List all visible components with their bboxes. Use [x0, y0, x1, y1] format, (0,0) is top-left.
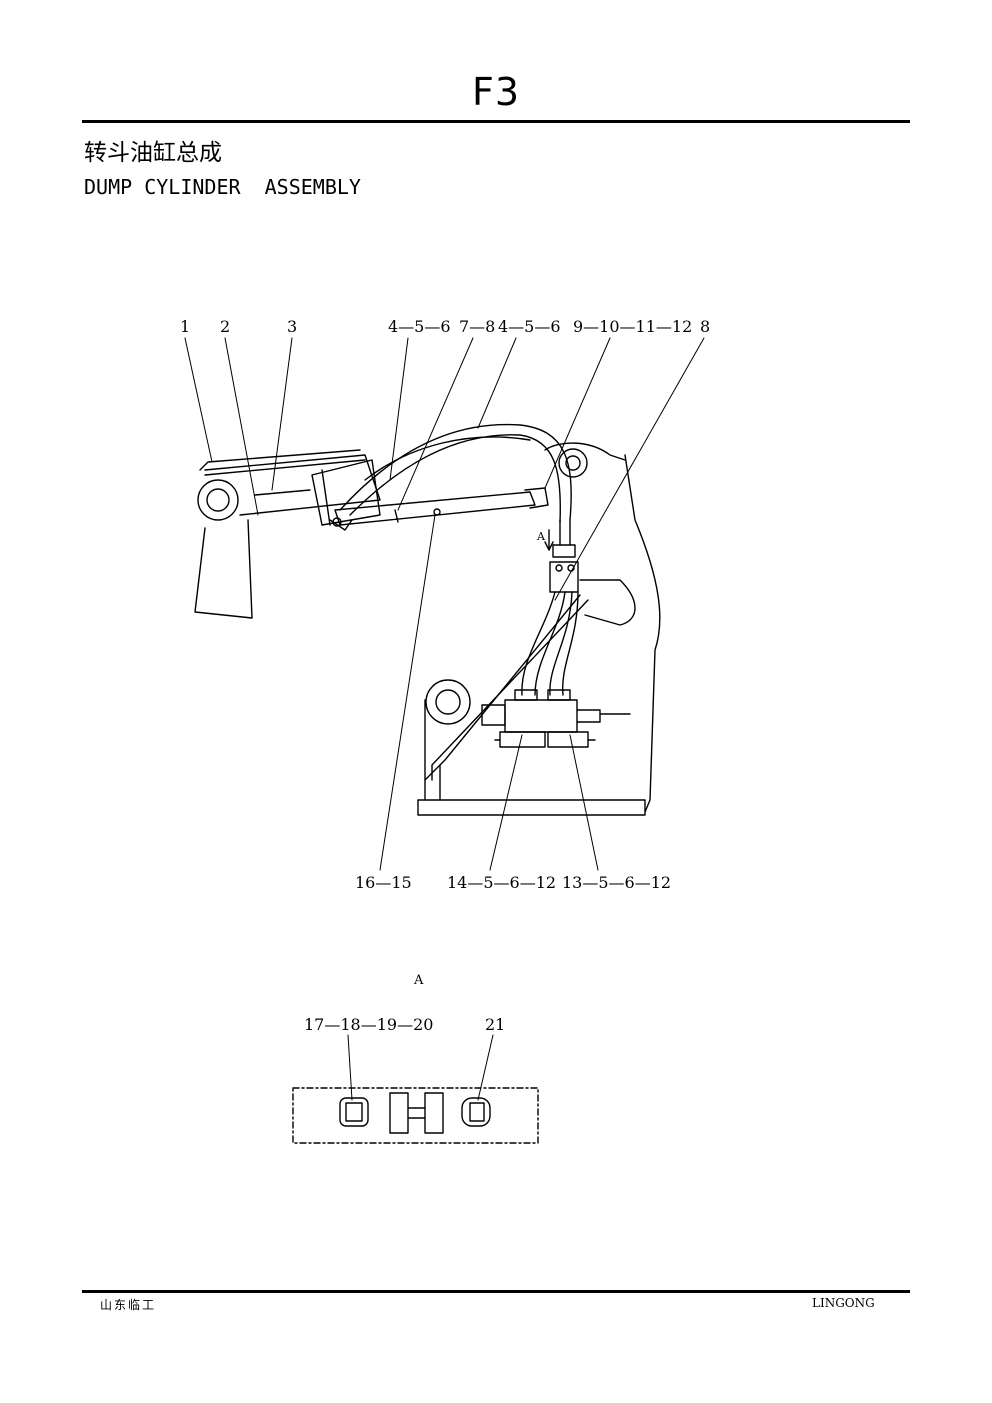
callout-16-15: 16—15: [355, 873, 412, 892]
leader-lines: [184, 337, 705, 1101]
callout-13-5-6-12: 13—5—6—12: [562, 873, 671, 892]
hydraulic-hoses: [339, 423, 579, 696]
detail-view-a: [292, 1087, 539, 1144]
callout-2: 2: [220, 317, 230, 336]
frame-plate: [544, 442, 661, 813]
callout-8: 8: [700, 317, 710, 336]
callout-4-5-6-b: 4—5—6: [498, 317, 561, 336]
callout-9-10-11-12: 9—10—11—12: [573, 317, 692, 336]
title-english: DUMP CYLINDER ASSEMBLY: [84, 175, 361, 199]
callout-14-5-6-12: 14—5—6—12: [447, 873, 556, 892]
footer-rule: [82, 1290, 910, 1293]
view-label: A: [413, 973, 424, 988]
view-marker: A: [536, 530, 546, 543]
lower-frame: [417, 594, 646, 816]
callout-3: 3: [287, 317, 297, 336]
header-rule: [82, 120, 910, 123]
dump-cylinder: [311, 459, 549, 531]
page-code: F3: [471, 70, 521, 114]
callout-7-8: 7—8: [459, 317, 495, 336]
callout-21: 21: [485, 1015, 505, 1034]
callout-17-18-19-20: 17—18—19—20: [304, 1015, 433, 1034]
footer-company-en: LINGONG: [812, 1296, 875, 1310]
boom-arm: [194, 449, 381, 619]
callout-4-5-6-a: 4—5—6: [388, 317, 451, 336]
title-chinese: 转斗油缸总成: [84, 140, 222, 166]
control-valve: [481, 689, 631, 748]
view-arrow: [544, 529, 554, 551]
footer-company-cn: 山东临工: [100, 1298, 157, 1312]
callout-1: 1: [180, 317, 190, 336]
